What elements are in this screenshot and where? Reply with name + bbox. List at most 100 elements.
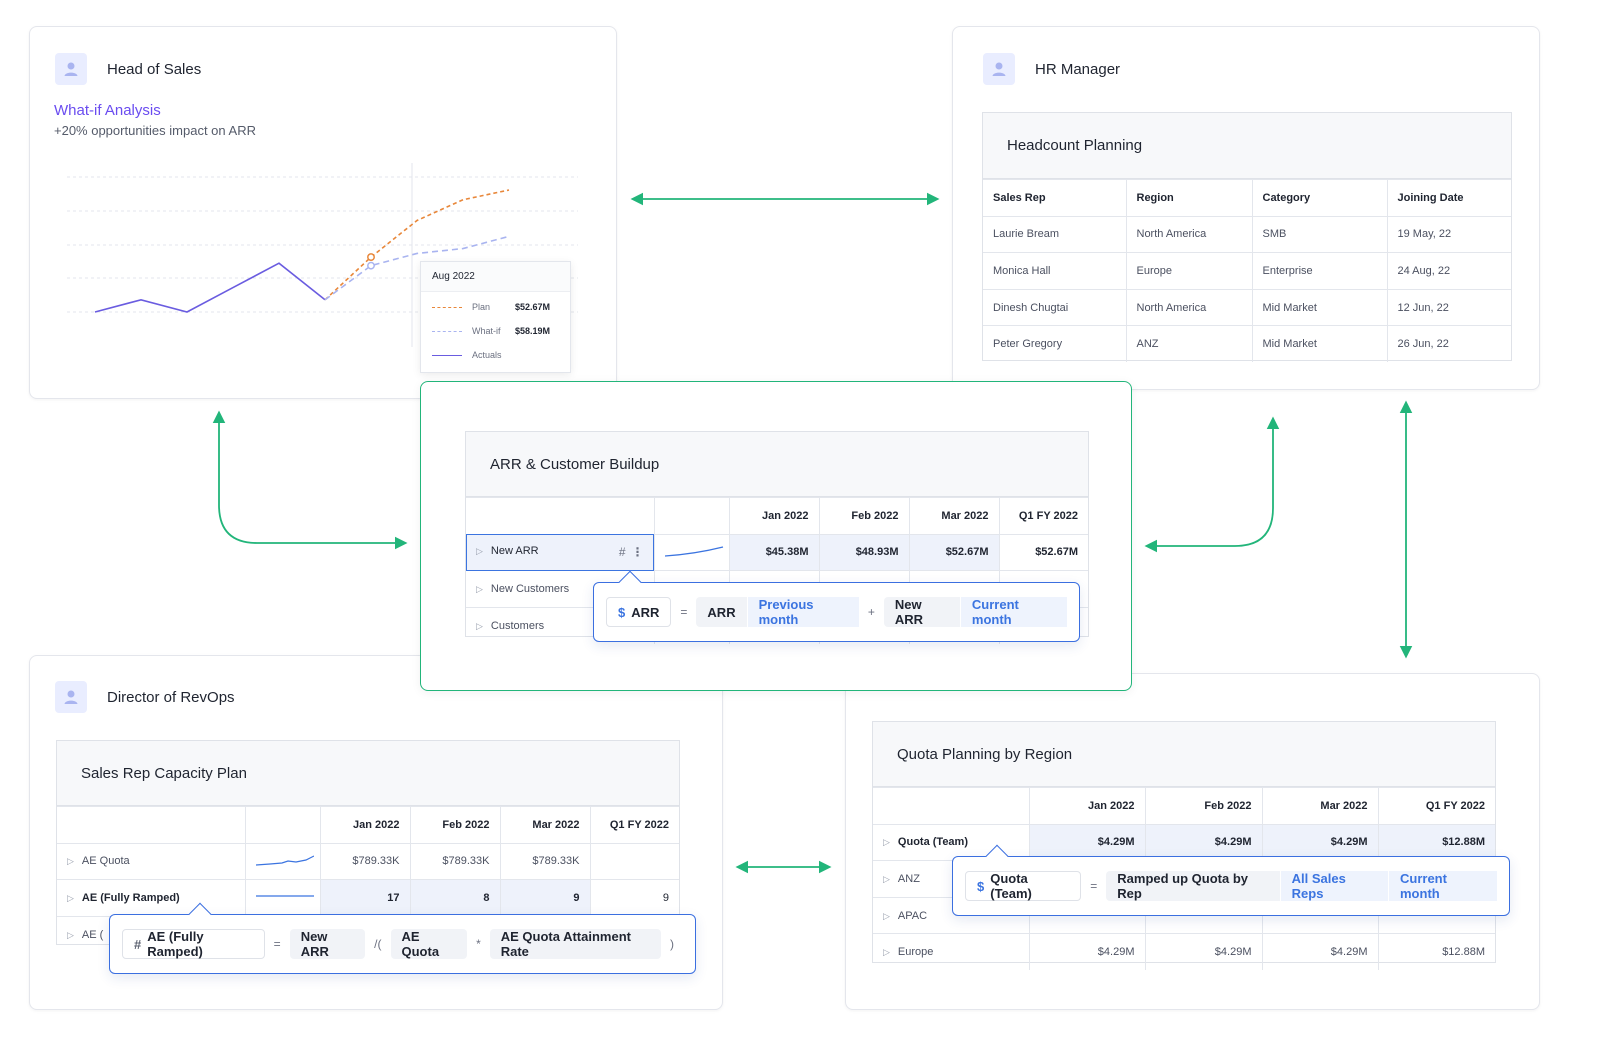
expand-triangle-icon[interactable]: ▷ <box>883 873 890 884</box>
formula-reference-chip[interactable]: Ramped up Quota by Rep All Sales Reps Cu… <box>1106 871 1497 901</box>
table-row[interactable]: ▷New ARR #⋮ $45.38M $48.93M $52.67M $52.… <box>466 533 1088 572</box>
table-cell[interactable]: Enterprise <box>1251 252 1388 290</box>
row-label-cell[interactable]: ▷AE Quota <box>57 842 246 881</box>
ae-formula-bar[interactable]: #AE (Fully Ramped) = New ARR /( AE Quota… <box>109 902 696 974</box>
table-cell[interactable]: $4.29M <box>1261 933 1379 971</box>
expand-triangle-icon[interactable]: ▷ <box>476 583 483 594</box>
formula-result-chip[interactable]: #AE (Fully Ramped) <box>122 929 265 959</box>
table-cell[interactable]: 9 <box>499 879 591 917</box>
table-cell[interactable]: $52.67M <box>998 533 1088 572</box>
table-cell[interactable]: 17 <box>319 879 411 917</box>
table-row[interactable]: ▷AE Quota $789.33K $789.33K $789.33K <box>57 842 679 881</box>
what-if-line-chart <box>67 163 578 347</box>
expand-triangle-icon[interactable]: ▷ <box>67 856 74 867</box>
formula-reference-chip[interactable]: New ARR Current month <box>883 597 1067 627</box>
row-label: Customers <box>490 619 545 632</box>
table-cell[interactable]: $4.29M <box>1144 933 1263 971</box>
table-cell[interactable]: $789.33K <box>499 842 591 881</box>
table-cell[interactable]: Peter Gregory <box>983 325 1127 363</box>
table-cell[interactable] <box>589 842 679 881</box>
expand-triangle-icon[interactable]: ▷ <box>476 546 483 557</box>
table-row[interactable]: Peter Gregory ANZ Mid Market 26 Jun, 22 <box>983 325 1511 363</box>
table-cell[interactable]: 24 Aug, 22 <box>1386 252 1511 290</box>
hash-icon[interactable]: # <box>618 545 626 560</box>
series-line-whatif <box>324 235 510 301</box>
sparkline-cell <box>244 879 321 917</box>
dollar-icon: $ <box>618 604 626 620</box>
formula-result-chip[interactable]: $Quota (Team) <box>965 871 1082 901</box>
table-cell[interactable]: $48.93M <box>818 533 910 572</box>
formula-reference[interactable]: New ARR <box>894 597 924 627</box>
expand-triangle-icon[interactable]: ▷ <box>883 947 890 958</box>
table-cell[interactable]: 8 <box>409 879 501 917</box>
formula-reference[interactable]: Ramped up Quota by Rep <box>1117 871 1249 901</box>
table-row[interactable]: ▷Europe $4.29M $4.29M $4.29M $12.88M <box>873 933 1495 971</box>
sparkline-cell <box>244 842 321 881</box>
table-cell[interactable]: 26 Jun, 22 <box>1386 325 1511 363</box>
table-cell[interactable]: 19 May, 22 <box>1386 215 1511 254</box>
table-cell[interactable]: $45.38M <box>728 533 820 572</box>
table-cell[interactable]: $789.33K <box>319 842 411 881</box>
panel-title: Sales Rep Capacity Plan <box>57 741 679 806</box>
user-avatar-icon <box>55 681 87 713</box>
expand-triangle-icon[interactable]: ▷ <box>476 620 483 631</box>
table-cell[interactable]: $4.29M <box>1028 823 1146 862</box>
table-cell[interactable]: $52.67M <box>908 533 1000 572</box>
table-cell[interactable]: North America <box>1125 288 1253 327</box>
table-row[interactable]: Laurie Bream North America SMB 19 May, 2… <box>983 215 1511 254</box>
row-label-cell[interactable]: ▷AE (Fully Ramped) <box>57 879 246 917</box>
table-cell[interactable]: Mid Market <box>1251 288 1388 327</box>
table-cell[interactable]: Dinesh Chugtai <box>983 288 1127 327</box>
table-cell[interactable]: $12.88M <box>1377 823 1495 862</box>
more-options-icon[interactable]: ⋮ <box>631 545 644 560</box>
expand-triangle-icon[interactable]: ▷ <box>67 929 74 940</box>
table-cell[interactable]: $4.29M <box>1261 823 1379 862</box>
sparkline-icon <box>664 546 723 557</box>
table-row[interactable]: ▷AE (Fully Ramped) 17 8 9 9 <box>57 879 679 917</box>
formula-dimension-modifier[interactable]: All Sales Reps <box>1279 871 1388 901</box>
table-header-row: Jan 2022 Feb 2022 Mar 2022 Q1 FY 2022 <box>466 497 1088 535</box>
formula-reference[interactable]: New ARR <box>289 929 366 959</box>
expand-triangle-icon[interactable]: ▷ <box>67 892 74 903</box>
table-cell[interactable]: Mid Market <box>1251 325 1388 363</box>
table-row[interactable]: Dinesh Chugtai North America Mid Market … <box>983 288 1511 327</box>
hr-manager-card: HR Manager Headcount Planning Sales Rep … <box>952 26 1540 390</box>
headcount-planning-panel: Headcount Planning Sales Rep Region Cate… <box>982 112 1512 363</box>
table-cell[interactable]: ANZ <box>1125 325 1253 363</box>
formula-time-modifier[interactable]: Current month <box>959 597 1067 627</box>
formula-time-modifier[interactable]: Previous month <box>746 597 859 627</box>
data-point-whatif <box>367 261 375 270</box>
table-cell[interactable]: 9 <box>589 879 679 917</box>
panel-title: Headcount Planning <box>983 113 1511 179</box>
row-label-cell[interactable]: ▷Europe <box>873 933 1030 971</box>
table-cell[interactable]: Europe <box>1125 252 1253 290</box>
table-row[interactable]: ▷Quota (Team) $4.29M $4.29M $4.29M $12.8… <box>873 823 1495 862</box>
table-cell[interactable]: SMB <box>1251 215 1388 254</box>
table-cell[interactable]: $12.88M <box>1377 933 1495 971</box>
chart-title: What-if Analysis <box>54 102 161 119</box>
formula-result-chip[interactable]: $ARR <box>606 597 672 627</box>
table-cell[interactable]: $4.29M <box>1028 933 1146 971</box>
formula-result: AE (Fully Ramped) <box>147 929 204 959</box>
table-cell[interactable]: North America <box>1125 215 1253 254</box>
table-cell[interactable]: Monica Hall <box>983 252 1127 290</box>
formula-reference[interactable]: AE Quota Attainment Rate <box>489 929 661 959</box>
arr-formula-bar[interactable]: $ARR = ARR Previous month + New ARR Curr… <box>593 570 1080 642</box>
formula-time-modifier[interactable]: Current month <box>1388 871 1497 901</box>
expand-triangle-icon[interactable]: ▷ <box>883 837 890 848</box>
equals-operator: = <box>273 937 281 951</box>
table-row[interactable]: Monica Hall Europe Enterprise 24 Aug, 22 <box>983 252 1511 290</box>
column-header: Feb 2022 <box>1144 787 1263 825</box>
formula-reference[interactable]: AE Quota <box>390 929 468 959</box>
quota-formula-bar[interactable]: $Quota (Team) = Ramped up Quota by Rep A… <box>952 844 1510 916</box>
formula-reference-chip[interactable]: ARR Previous month <box>696 597 859 627</box>
tooltip-label-actuals: Actuals <box>472 350 502 360</box>
table-cell[interactable]: $789.33K <box>409 842 501 881</box>
table-cell[interactable]: 12 Jun, 22 <box>1386 288 1511 327</box>
table-cell[interactable]: Laurie Bream <box>983 215 1127 254</box>
expand-triangle-icon[interactable]: ▷ <box>883 910 890 921</box>
formula-reference[interactable]: ARR <box>707 604 736 620</box>
row-label-cell-selected[interactable]: ▷New ARR #⋮ <box>466 533 655 572</box>
tooltip-row-actuals: Actuals <box>421 343 570 367</box>
panel-title: ARR & Customer Buildup <box>466 432 1088 497</box>
